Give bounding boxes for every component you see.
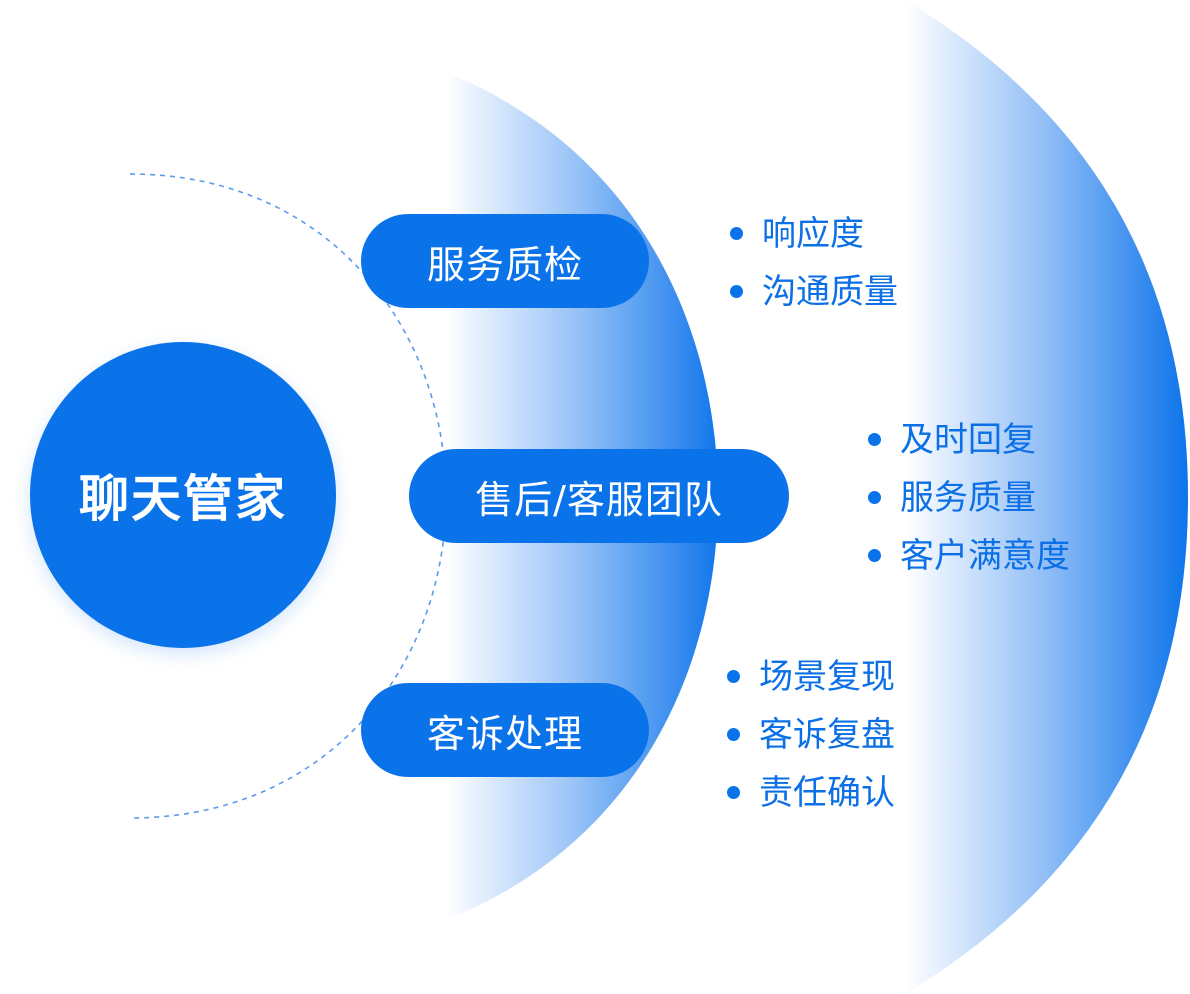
dashed-connector-arc bbox=[129, 173, 447, 819]
branch-2-items: 及时回复 服务质量 客户满意度 bbox=[868, 411, 1070, 585]
bullet-dot-icon bbox=[868, 433, 881, 446]
bullet-dot-icon bbox=[730, 227, 743, 240]
bullet-dot-icon bbox=[727, 786, 740, 799]
bullet-dot-icon bbox=[868, 549, 881, 562]
branch-complaint-handling: 客诉处理 bbox=[361, 683, 649, 777]
list-item: 服务质量 bbox=[868, 469, 1070, 527]
branch-1-items: 响应度 沟通质量 bbox=[730, 205, 898, 321]
branch-label: 客诉处理 bbox=[426, 711, 583, 756]
bullet-dot-icon bbox=[727, 670, 740, 683]
branch-after-sales-team: 售后/客服团队 bbox=[409, 449, 789, 543]
list-item: 响应度 bbox=[730, 205, 898, 263]
center-node: 聊天管家 bbox=[30, 342, 336, 648]
branch-label: 服务质检 bbox=[426, 242, 583, 287]
list-item: 场景复现 bbox=[727, 648, 895, 706]
bullet-dot-icon bbox=[727, 728, 740, 741]
list-item: 及时回复 bbox=[868, 411, 1070, 469]
list-item: 客诉复盘 bbox=[727, 706, 895, 764]
list-item: 沟通质量 bbox=[730, 263, 898, 321]
list-item: 责任确认 bbox=[727, 764, 895, 822]
branch-service-quality-check: 服务质检 bbox=[361, 214, 649, 308]
bullet-dot-icon bbox=[730, 285, 743, 298]
bullet-dot-icon bbox=[868, 491, 881, 504]
branch-3-items: 场景复现 客诉复盘 责任确认 bbox=[727, 648, 895, 822]
branch-label: 售后/客服团队 bbox=[475, 477, 723, 522]
list-item: 客户满意度 bbox=[868, 527, 1070, 585]
center-node-label: 聊天管家 bbox=[79, 470, 287, 528]
